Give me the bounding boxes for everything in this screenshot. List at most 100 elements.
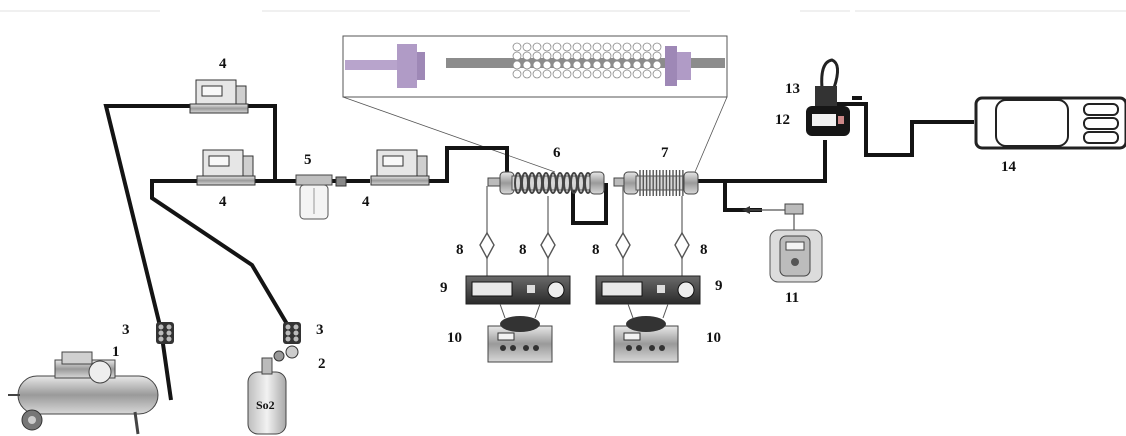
- label-3-left: 3: [122, 322, 130, 338]
- packing-pellet: [642, 51, 652, 61]
- packing-pellet: [602, 51, 612, 61]
- label-7: 7: [661, 145, 669, 161]
- packing-pellet: [622, 60, 632, 70]
- plasma-reactor-coil: [487, 171, 605, 195]
- packing-pellet: [572, 69, 582, 79]
- packing-pellet: [542, 42, 552, 52]
- packing-pellet: [562, 42, 572, 52]
- so2-gas-cylinder: So2: [247, 345, 299, 435]
- label-9-right: 9: [715, 278, 723, 294]
- component-numbers: 1 2 3 3 4 4 4 5 6 7 8 8 8 8 9 9 10 10 11…: [112, 56, 1017, 372]
- packing-pellet: [512, 69, 522, 79]
- packing-pellet: [632, 42, 642, 52]
- label-14: 14: [1001, 159, 1017, 175]
- reactor-zoom-inset: [342, 35, 728, 173]
- packing-pellet: [652, 42, 662, 52]
- packing-pellet: [622, 69, 632, 79]
- packing-pellet: [642, 69, 652, 79]
- packing-pellet: [612, 60, 622, 70]
- packing-pellet: [602, 42, 612, 52]
- coil-windings: [514, 172, 592, 194]
- packing-pellet: [612, 42, 622, 52]
- voltage-probes: [479, 186, 690, 284]
- packing-pellet: [592, 42, 602, 52]
- variac-transformer-left: [487, 303, 553, 363]
- label-5: 5: [304, 152, 312, 168]
- packing-pellet: [522, 42, 532, 52]
- packing-pellet: [522, 51, 532, 61]
- packing-pellet: [552, 69, 562, 79]
- label-3-right: 3: [316, 322, 324, 338]
- packing-pellet: [512, 51, 522, 61]
- label-2: 2: [318, 356, 326, 372]
- packing-pellet: [532, 69, 542, 79]
- packing-pellet: [632, 69, 642, 79]
- packing-pellet: [532, 60, 542, 70]
- packing-pellet: [572, 51, 582, 61]
- label-13: 13: [785, 81, 800, 97]
- label-10-right: 10: [706, 330, 721, 346]
- packing-pellet: [552, 42, 562, 52]
- detector-head: [806, 106, 850, 136]
- label-12: 12: [775, 112, 790, 128]
- packing-pellet: [562, 69, 572, 79]
- gas-analyzer: [742, 203, 823, 283]
- packing-pellet: [592, 60, 602, 70]
- packing-pellet: [562, 60, 572, 70]
- sampling-probe: [815, 58, 839, 106]
- label-4-right: 4: [362, 194, 370, 210]
- packing-pellet: [582, 60, 592, 70]
- cylinder-label: So2: [256, 398, 275, 412]
- packing-pellet: [582, 69, 592, 79]
- packing-pellet: [512, 42, 522, 52]
- label-11: 11: [785, 290, 799, 306]
- packing-pellet: [592, 69, 602, 79]
- packing-pellet: [522, 60, 532, 70]
- mass-flow-controller-middle: [196, 149, 256, 186]
- electrode-fins: [639, 170, 684, 196]
- packing-pellet: [642, 42, 652, 52]
- packing-pellet: [602, 69, 612, 79]
- computer-monitor: [974, 96, 1126, 150]
- mass-flow-controller-top: [189, 79, 249, 114]
- packing-pellet: [632, 51, 642, 61]
- variac-transformer-right: [613, 303, 679, 363]
- packing-pellet: [612, 51, 622, 61]
- packing-pellet: [642, 60, 652, 70]
- packing-pellet: [542, 60, 552, 70]
- label-8-a: 8: [456, 242, 464, 258]
- label-4-middle: 4: [219, 194, 227, 210]
- packing-pellet: [522, 69, 532, 79]
- packing-pellet: [652, 69, 662, 79]
- label-8-c: 8: [592, 242, 600, 258]
- packing-pellet: [582, 42, 592, 52]
- packing-pellet: [652, 51, 662, 61]
- packing-pellet: [532, 51, 542, 61]
- packing-pellet: [602, 60, 612, 70]
- packing-bed: [512, 42, 662, 79]
- packing-pellet: [632, 60, 642, 70]
- packing-pellet: [622, 51, 632, 61]
- label-4-top: 4: [219, 56, 227, 72]
- packing-pellet: [532, 42, 542, 52]
- label-9-left: 9: [440, 280, 448, 296]
- packing-pellet: [572, 60, 582, 70]
- packing-pellet: [612, 69, 622, 79]
- label-8-d: 8: [700, 242, 708, 258]
- line-filter-right: [283, 322, 301, 344]
- gas-mixer-filter: [295, 174, 347, 220]
- label-10-left: 10: [447, 330, 462, 346]
- packing-pellet: [542, 69, 552, 79]
- packing-pellet: [562, 51, 572, 61]
- mass-flow-controller-right: [370, 149, 430, 186]
- packing-pellet: [582, 51, 592, 61]
- packing-pellet: [592, 51, 602, 61]
- line-filter-left: [156, 322, 174, 344]
- packing-pellet: [552, 60, 562, 70]
- air-compressor: [8, 351, 159, 435]
- packing-pellet: [552, 51, 562, 61]
- plasma-reactor-finned: [613, 170, 699, 196]
- power-supply-right: [595, 275, 701, 305]
- power-supply-left: [465, 275, 571, 305]
